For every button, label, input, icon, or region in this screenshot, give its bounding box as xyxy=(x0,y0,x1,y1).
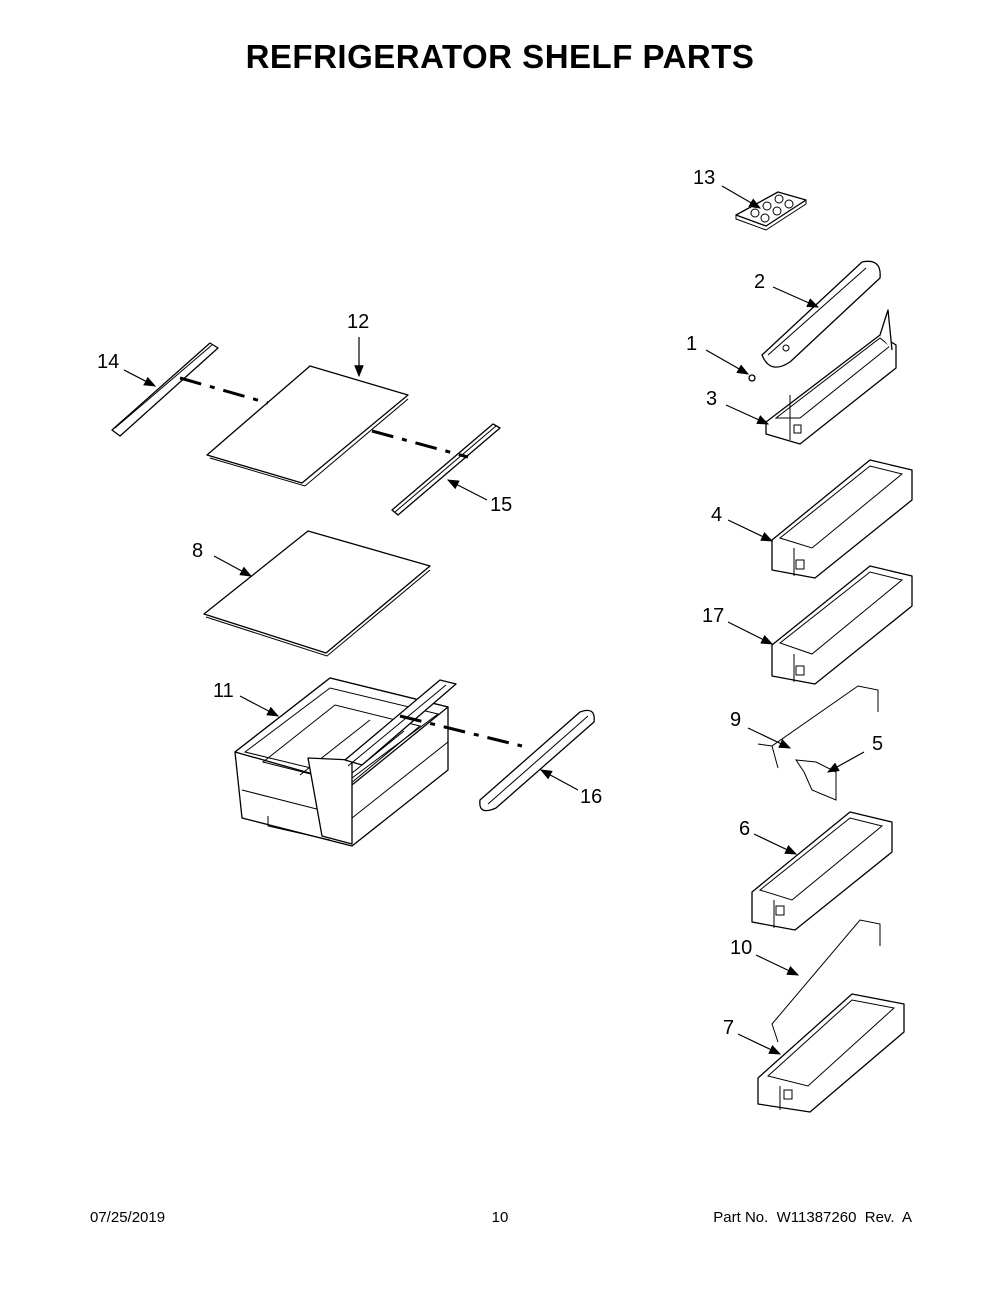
part-8-crisper-cover-glass xyxy=(203,530,431,657)
assembly-line-shelf xyxy=(179,376,269,405)
part-3-door-bin xyxy=(765,309,897,445)
callout-12: 12 xyxy=(347,311,369,333)
callout-1: 1 xyxy=(686,333,697,355)
callout-11: 11 xyxy=(213,680,234,702)
callout-3: 3 xyxy=(706,388,717,410)
page-title: REFRIGERATOR SHELF PARTS xyxy=(245,38,755,75)
part-12-glass-shelf xyxy=(206,365,409,487)
callout-10: 10 xyxy=(730,937,752,959)
part-11-crisper-drawer xyxy=(234,677,457,847)
part-13-egg-tray xyxy=(735,191,807,231)
callout-5: 5 xyxy=(872,733,883,755)
callout-13: 13 xyxy=(693,167,715,189)
callout-6: 6 xyxy=(739,818,750,840)
footer-part-number: Part No. W11387260 Rev. A xyxy=(713,1209,912,1226)
callout-17: 17 xyxy=(702,605,724,627)
part-1-pin xyxy=(748,374,756,382)
part-10-wire-rail xyxy=(771,919,881,1043)
part-6-door-bin xyxy=(751,811,893,931)
part-7-door-bin xyxy=(757,993,905,1113)
leader-lines xyxy=(123,185,865,1055)
assembly-line-shelf-right xyxy=(371,429,469,459)
callout-9: 9 xyxy=(730,709,741,731)
footer-date: 07/25/2019 xyxy=(90,1209,166,1226)
callout-labels: 14 12 15 8 11 16 13 2 1 3 4 17 9 5 6 10 … xyxy=(97,167,883,1039)
part-9-wire-rail xyxy=(757,685,879,769)
callout-14: 14 xyxy=(97,351,119,373)
part-5-wire-bracket xyxy=(794,759,837,801)
part-2-bin-trim xyxy=(761,260,881,368)
callout-15: 15 xyxy=(490,494,512,516)
callout-8: 8 xyxy=(192,540,203,562)
callout-16: 16 xyxy=(580,786,602,808)
part-15-shelf-rail-right xyxy=(391,423,501,516)
part-16-drawer-trim xyxy=(479,709,595,812)
callout-4: 4 xyxy=(711,504,722,526)
callout-2: 2 xyxy=(754,271,765,293)
assembly-line-drawer xyxy=(399,714,523,748)
part-4-door-bin xyxy=(771,459,913,579)
callout-7: 7 xyxy=(723,1017,734,1039)
part-14-shelf-rail-left xyxy=(111,342,219,437)
part-17-door-bin xyxy=(771,565,913,685)
footer-page-number: 10 xyxy=(491,1209,509,1226)
